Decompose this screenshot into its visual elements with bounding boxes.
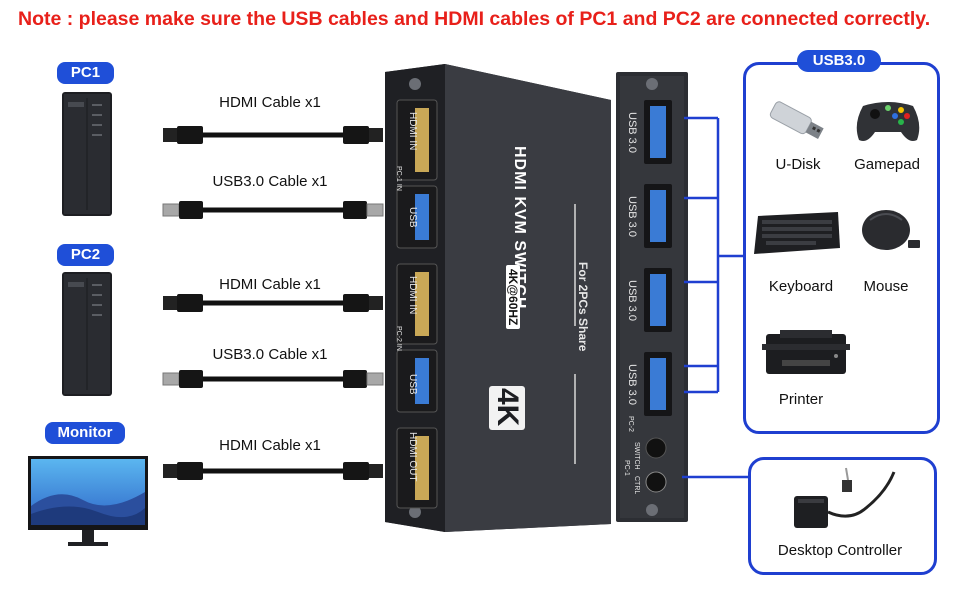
hdmi-cable-2-image [163, 294, 383, 312]
device-label-udisk: U-Disk [775, 156, 821, 173]
switch-4k-badge: 4K [491, 388, 524, 427]
usb-cable-2-image [162, 370, 384, 388]
printer-icon [762, 330, 850, 374]
cable-label-5: HDMI Cable x1 [219, 437, 321, 454]
switch-spec: 4K@60HZ [506, 265, 520, 330]
gamepad-icon [856, 102, 920, 141]
port-label-usb-2: USB [407, 374, 418, 395]
switch-subtitle: For 2PCs Share [576, 262, 590, 352]
cable-label-2: USB3.0 Cable x1 [212, 173, 328, 190]
hdmi-cable-3-image [163, 462, 383, 480]
pc1-tower-image [62, 92, 112, 216]
cable-label-4: USB3.0 Cable x1 [212, 346, 328, 363]
side-usb-label-2: USB 3.0 [626, 196, 638, 237]
keyboard-icon [754, 212, 840, 254]
port-label-hdmi-in-2: HDMI IN [407, 276, 418, 315]
pc-tag-1: PC-1 IN [395, 166, 402, 191]
kvm-switch-side [616, 72, 688, 522]
side-ctrl-label: CTRL [633, 476, 640, 495]
connection-lines [682, 116, 750, 479]
pc-tag-2: PC-2 IN [395, 326, 402, 351]
side-pc1-label: PC-1 [623, 460, 630, 476]
usb-disk-icon [769, 101, 824, 139]
monitor-pill: Monitor [45, 422, 125, 444]
pc1-pill: PC1 [57, 62, 114, 84]
side-pc2-label: PC-2 [627, 416, 634, 432]
desktop-controller-icon [794, 467, 896, 528]
device-label-keyboard: Keyboard [768, 278, 834, 295]
side-usb-label-3: USB 3.0 [626, 280, 638, 321]
port-label-hdmi-in-1: HDMI IN [407, 112, 418, 151]
port-label-usb-1: USB [407, 207, 418, 228]
side-usb-label-1: USB 3.0 [626, 112, 638, 153]
usb-panel-title: USB3.0 [797, 50, 881, 72]
side-usb-label-4: USB 3.0 [626, 364, 638, 405]
port-label-hdmi-out: HDMI OUT [407, 432, 418, 482]
pc2-tower-image [62, 272, 112, 396]
monitor-image [28, 456, 148, 546]
cable-label-3: HDMI Cable x1 [219, 276, 321, 293]
device-label-gamepad: Gamepad [854, 156, 920, 173]
device-label-printer: Printer [778, 391, 824, 408]
mouse-icon [862, 210, 920, 250]
controller-label: Desktop Controller [777, 542, 903, 559]
device-label-mouse: Mouse [863, 278, 909, 295]
pc2-pill: PC2 [57, 244, 114, 266]
side-switch-label: SWITCH [633, 442, 640, 470]
note-text: Note : please make sure the USB cables a… [18, 8, 931, 30]
kvm-switch-body [385, 64, 611, 532]
cable-label-1: HDMI Cable x1 [219, 94, 321, 111]
hdmi-cable-1-image [163, 126, 383, 144]
usb-cable-1-image [162, 201, 384, 219]
